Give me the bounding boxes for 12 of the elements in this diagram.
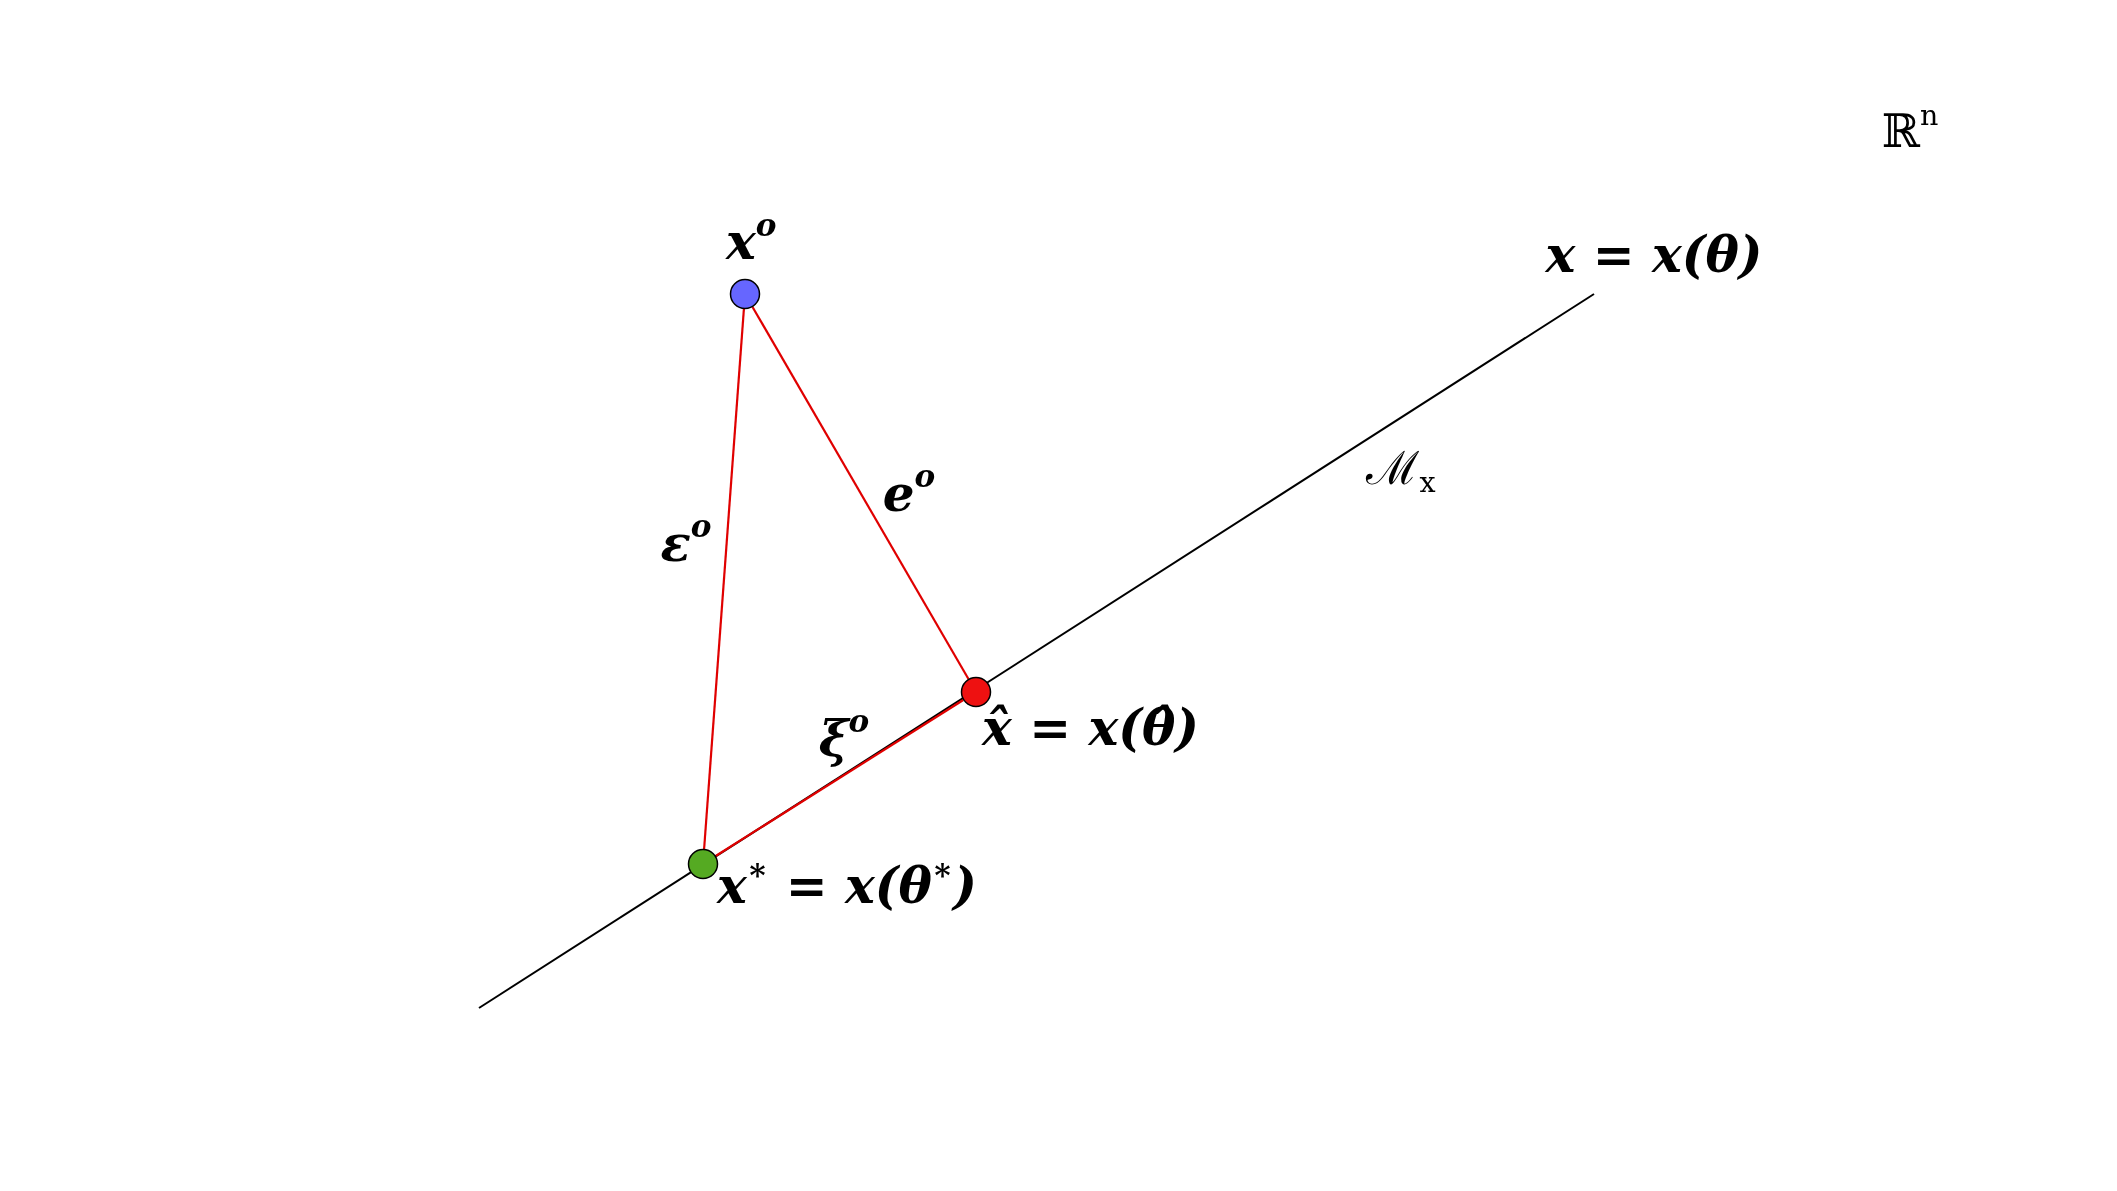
edge-label: ε$^{o}$ [660,515,712,571]
manifold-label: ℳ$_{x}$ [1366,442,1436,494]
edge-label: e$^{o}$ [882,465,936,521]
point-label: x$^{∗}$ = x(θ$^{∗}$) [717,858,977,913]
connector-line [715,699,964,857]
space-label: ℝ$^{n}$ [1881,105,1939,157]
edge-label: ξ$^{o}$ [818,710,870,766]
connector-line [703,308,745,850]
point-label: x$^{o}$ [726,214,777,269]
connector-line [751,306,970,680]
point-label: x̂ = x(θ̂) [982,700,1199,755]
curve-equation: x = x(θ) [1545,226,1763,282]
